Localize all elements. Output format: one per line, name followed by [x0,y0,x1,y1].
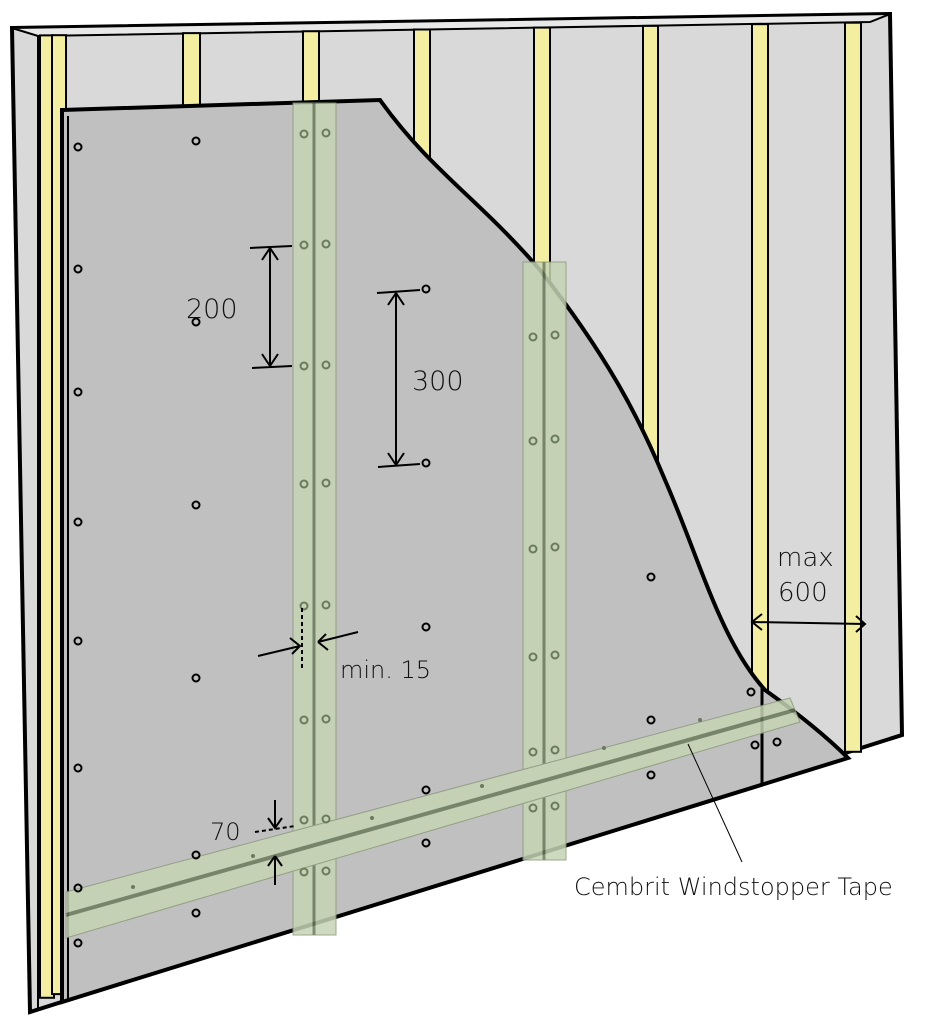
tape-screw [299,715,309,725]
tape-screw [550,801,560,811]
tape-screw [299,129,309,139]
tape-screw [528,803,538,813]
tape-screw [299,815,309,825]
screw [73,517,83,527]
stud [844,21,862,753]
callout-leader [687,743,743,863]
label-600: 600 [778,578,828,608]
tape-screw [550,434,560,444]
tape-screw [299,867,309,877]
screw [421,458,431,468]
label-min-15: min. 15 [340,656,431,684]
screw [772,737,782,747]
screws [73,128,782,948]
screw [191,317,201,327]
tape-screw [321,600,331,610]
dim-600 [750,613,867,633]
screw [646,770,656,780]
tape-pin [131,885,135,889]
wall-top-edge [11,13,891,38]
label-max: max [777,543,834,573]
tape-joint-3 [65,708,796,917]
tape-pin [698,718,702,722]
screw [191,850,201,860]
screw [73,142,83,152]
tape-screw [550,745,560,755]
label-300: 300 [412,366,464,397]
screw [421,838,431,848]
screw [191,500,201,510]
screw [191,673,201,683]
tape-screw [321,814,331,824]
screw [746,687,756,697]
label-70: 70 [210,818,241,846]
tape-screw [299,361,309,371]
tape-screw [528,652,538,662]
tape-screw [550,330,560,340]
dimensions [249,245,867,885]
tape-screw [321,478,331,488]
label-tape-callout: Cembrit Windstopper Tape [574,873,893,901]
tape-pin [480,784,484,788]
tape-screw [321,239,331,249]
tape-screw [299,240,309,250]
tape-screw [550,650,560,660]
screw [421,785,431,795]
tape-screw [299,601,309,611]
screw [191,908,201,918]
screw [750,740,760,750]
tape-horizontal [65,697,801,939]
screw [73,264,83,274]
tape-screw [528,332,538,342]
tape-screw [528,747,538,757]
dim-200 [249,245,293,369]
tape-pin [370,816,374,820]
tape-screw [321,866,331,876]
screw [73,387,83,397]
screw [73,636,83,646]
screw [191,136,201,146]
dim-min15 [257,631,359,657]
tape-screw [321,360,331,370]
tape-pin [602,746,606,750]
tape-screw [299,479,309,489]
screw [646,572,656,582]
dim-70 [267,800,283,885]
dim-300 [376,289,421,468]
tape-screw [528,436,538,446]
tape-screw [321,128,331,138]
screw [73,763,83,773]
screw [646,715,656,725]
stud [751,23,769,782]
tape-screw [321,714,331,724]
tape-screw [550,542,560,552]
screw [73,938,83,948]
screw [421,284,431,294]
tape-pin [251,854,255,858]
label-200: 200 [186,294,238,325]
screw [73,883,83,893]
tape-screw [528,544,538,554]
screw [421,622,431,632]
